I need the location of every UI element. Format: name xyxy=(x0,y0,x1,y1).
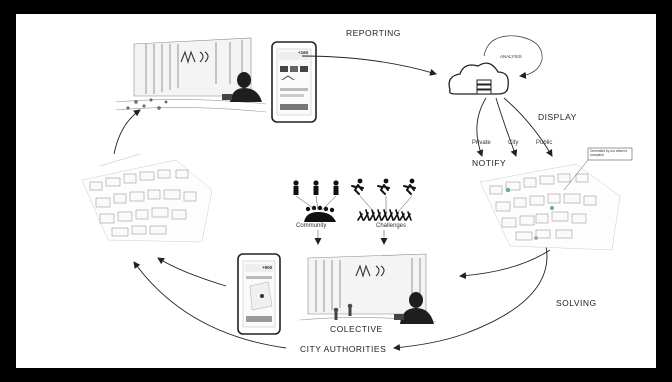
public-label: Public xyxy=(536,140,553,146)
city-authorities-label: CITY AUTHORITIES xyxy=(300,344,387,354)
map-callout-box xyxy=(563,147,633,191)
bottom-person-silhouette xyxy=(394,292,434,324)
notify-label: NOTIFY xyxy=(472,158,507,168)
bottom-phone-score: +900 xyxy=(262,265,273,270)
challenges-label: Challenges xyxy=(376,223,407,229)
right-city-map xyxy=(479,163,621,251)
top-phone xyxy=(271,41,317,123)
community-crowd-icon xyxy=(304,205,336,222)
city-label: City xyxy=(508,140,519,146)
authorities-to-map-arrow xyxy=(133,261,287,349)
bottom-phone xyxy=(237,253,281,335)
reporting-label: REPORTING xyxy=(346,28,401,38)
public-arrow xyxy=(503,97,553,157)
cloud-icon xyxy=(448,62,509,95)
analysis-label: ANALYSIS xyxy=(500,54,522,59)
solving-arrow xyxy=(393,245,548,351)
diagram-graphics xyxy=(81,35,633,351)
community-label: Community xyxy=(296,223,327,229)
colective-arrow xyxy=(157,257,227,287)
challenges-runners xyxy=(351,178,416,195)
top-street-scene xyxy=(115,37,267,113)
converging-lines xyxy=(295,195,413,245)
display-label: DISPLAY xyxy=(538,112,577,122)
map-to-solving-arrow xyxy=(459,249,551,280)
map-callout-text: Generated by our citizen's complaint xyxy=(590,149,627,157)
challenges-crowd-icon xyxy=(357,209,412,221)
solving-label: SOLVING xyxy=(556,298,597,308)
reporting-arrow xyxy=(301,55,437,76)
analysis-loop-arrow xyxy=(483,35,543,79)
top-phone-score: +160 xyxy=(298,50,309,55)
city-arrow xyxy=(495,97,518,157)
diagram-canvas: REPORTING ANALYSIS DISPLAY Private City … xyxy=(16,14,656,368)
community-figures xyxy=(293,180,339,195)
private-arrow xyxy=(476,97,487,157)
private-label: Private xyxy=(472,140,491,146)
top-person-silhouette xyxy=(222,72,262,102)
left-city-map xyxy=(81,153,213,243)
colective-label: COLECTIVE xyxy=(330,324,383,334)
map-to-reporting-arrow xyxy=(113,109,141,155)
